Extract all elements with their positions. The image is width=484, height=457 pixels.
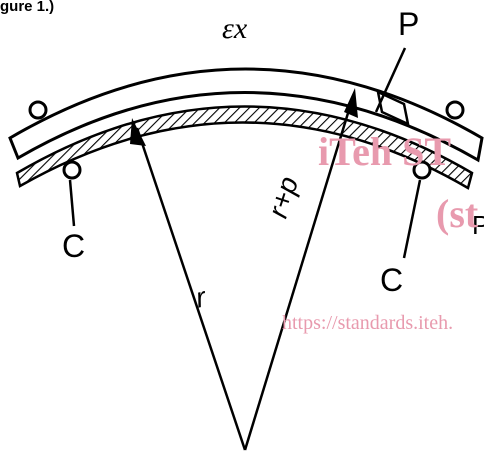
leader-c-right xyxy=(402,179,422,259)
upper-beam xyxy=(8,67,484,163)
roller-bottom-left xyxy=(62,160,82,180)
watermark-line2: (st xyxy=(436,191,479,236)
roller-top-right xyxy=(445,100,465,120)
roller-top-left xyxy=(28,100,48,120)
arrowhead-r-plus-p xyxy=(344,88,358,118)
leader-c-left xyxy=(68,179,76,227)
watermark-url: https://standards.iteh. xyxy=(282,312,454,334)
figure-caption: gure 1.) xyxy=(0,0,55,15)
roller-bottom-right xyxy=(412,160,432,180)
label-p: P xyxy=(398,6,420,42)
leader-p xyxy=(374,47,407,113)
strain-label: εx xyxy=(222,12,248,45)
label-c-left: C xyxy=(62,228,86,264)
radius-line-r xyxy=(135,127,247,451)
watermark-line1: iTeh ST xyxy=(318,129,452,174)
label-edge-letter: P xyxy=(472,210,484,240)
hatched-strip xyxy=(15,105,474,190)
label-c-right: C xyxy=(380,262,404,298)
arrowhead-r xyxy=(130,118,146,146)
beam-end-block xyxy=(376,89,410,127)
radius-line-r-plus-p xyxy=(243,99,354,451)
